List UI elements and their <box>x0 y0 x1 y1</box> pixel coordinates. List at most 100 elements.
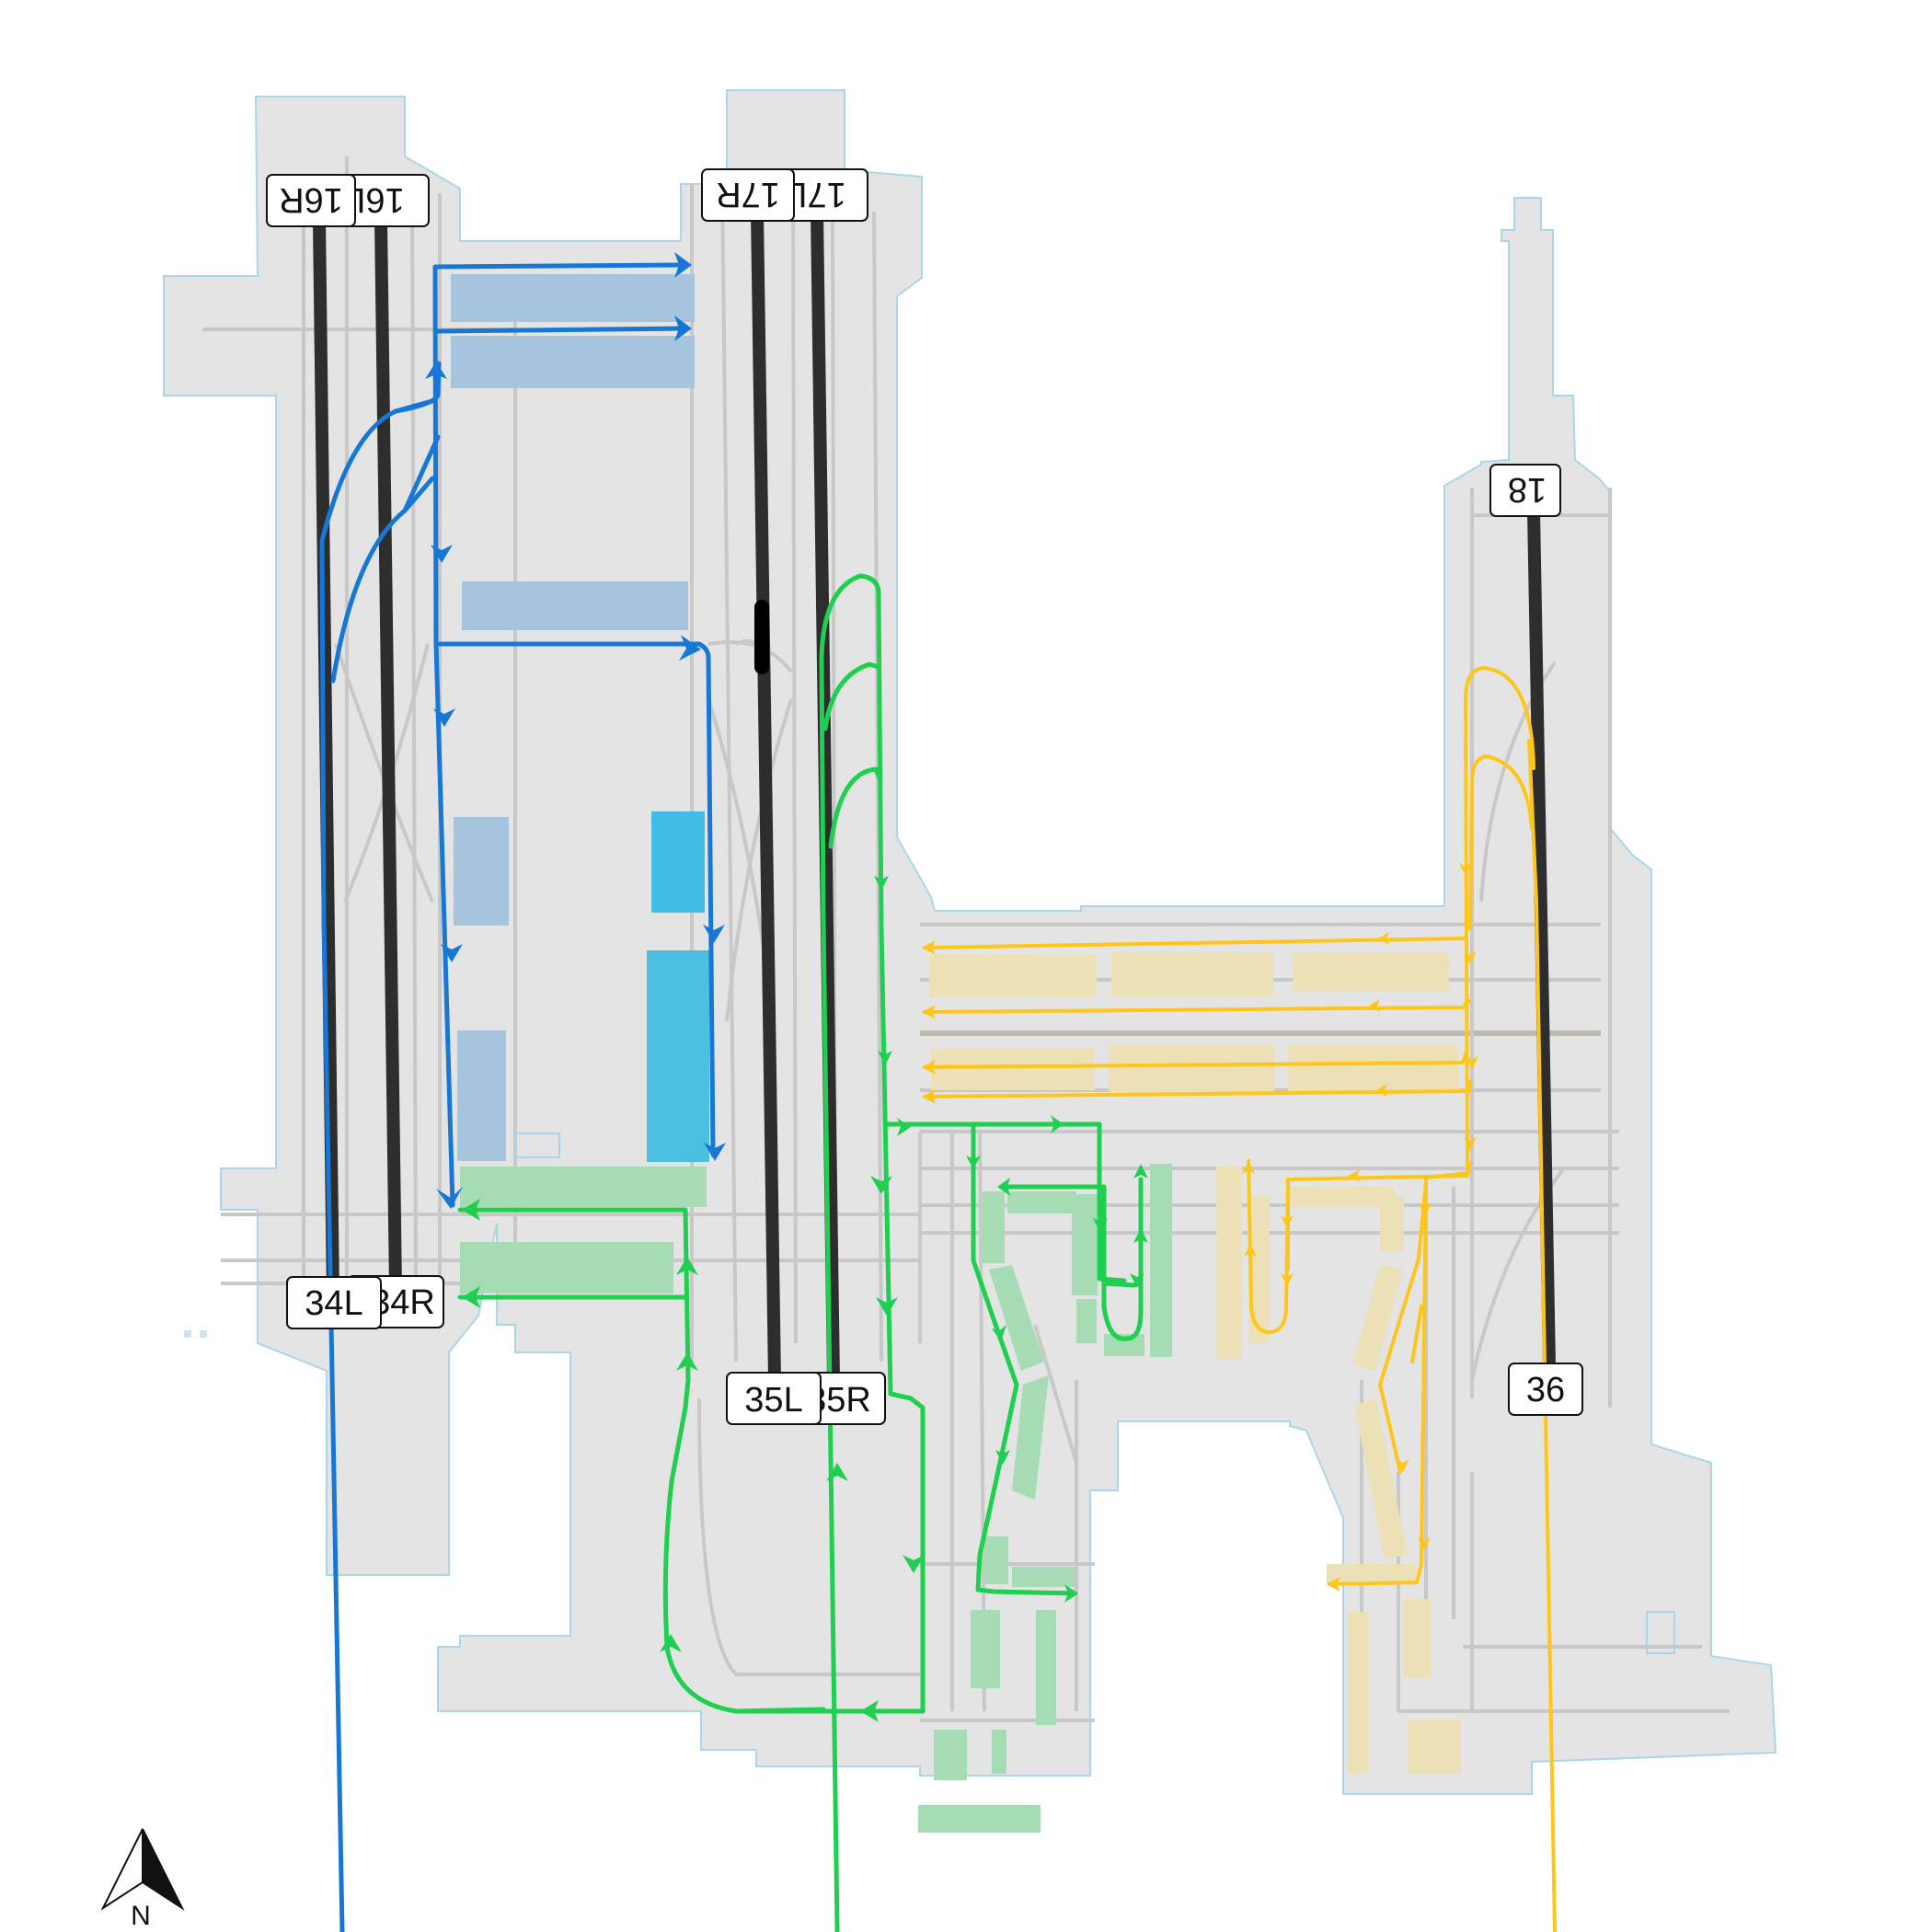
apron-green <box>1072 1194 1098 1295</box>
arrow-down-icon <box>1466 1056 1478 1069</box>
arrow-down-icon <box>903 1555 925 1573</box>
apron-cyan <box>647 950 709 1162</box>
arrow-up-icon <box>1244 1244 1257 1257</box>
svg-text:34L: 34L <box>305 1284 362 1323</box>
runway-label-35L: 35L <box>726 1372 822 1425</box>
arrow-right-icon <box>1051 1115 1064 1133</box>
svg-text:16R: 16R <box>279 180 343 219</box>
arrow-up-icon <box>676 1352 698 1371</box>
runway-label-18: 18 <box>1489 464 1561 517</box>
arrow-left-icon <box>1327 1577 1340 1592</box>
apron-yellow <box>1348 1612 1368 1773</box>
yellow-main-line <box>1527 739 1557 1932</box>
apron-green <box>992 1730 1006 1774</box>
apron-yellow <box>1354 1398 1408 1559</box>
arrow-left-icon <box>1376 1084 1387 1097</box>
runway-16R-34L <box>313 220 339 1296</box>
yellow-row1 <box>923 937 1467 949</box>
north-label: N <box>131 1901 151 1931</box>
yellow-curve <box>1328 666 1535 1586</box>
apron-green <box>984 1536 1008 1584</box>
arrow-left-icon <box>860 1700 879 1722</box>
apron-yellow <box>1380 1196 1404 1251</box>
apron-yellow <box>1403 1599 1431 1677</box>
arrow-left-icon <box>1349 1169 1360 1182</box>
apron-outline <box>1646 1611 1675 1654</box>
apron-blue <box>462 581 688 630</box>
arrow-down-icon <box>1397 1459 1409 1472</box>
green-curve <box>828 766 883 849</box>
arrow-right-icon <box>674 252 692 278</box>
apron-green <box>983 1191 1005 1263</box>
apron-green <box>934 1730 967 1780</box>
north-arrow-icon: N <box>100 1828 185 1931</box>
runway-16L-34R <box>374 220 402 1289</box>
runways <box>313 213 1556 1381</box>
yellow-s2 <box>1410 1305 1423 1363</box>
airfield-surface <box>163 89 1777 1795</box>
route-blue <box>319 262 716 1932</box>
svg-text:36: 36 <box>1526 1371 1565 1409</box>
arrow-down-icon <box>966 1156 981 1169</box>
arrow-down-icon <box>1464 951 1477 964</box>
arrow-down-icon <box>441 944 463 962</box>
arrow-down-icon <box>876 1297 898 1316</box>
arrow-left-icon <box>922 940 936 955</box>
apron-green <box>971 1610 1000 1688</box>
apron-yellow <box>929 955 1097 997</box>
apron-green <box>460 1167 707 1207</box>
arrow-left-icon <box>462 1286 480 1308</box>
arrows-yellow <box>922 863 1478 1592</box>
apron-yellow <box>1111 952 1273 996</box>
yellow-u <box>1247 1159 1290 1334</box>
blue-curve <box>330 434 441 684</box>
blue-main-line <box>319 538 345 1932</box>
green-east4 <box>1101 1281 1137 1288</box>
airfield-west <box>163 89 1777 1795</box>
green-loop <box>457 573 926 1714</box>
blue-curve-top <box>393 361 442 414</box>
apron-green <box>1007 1191 1076 1213</box>
apron-blue <box>457 1030 506 1161</box>
route-green <box>457 573 1144 1932</box>
svg-text:35L: 35L <box>744 1381 802 1420</box>
yellow-row3 <box>923 1047 1469 1069</box>
runway-17R-35L <box>751 213 781 1381</box>
arrows-blue <box>425 252 726 1209</box>
arrow-down-icon <box>1418 1537 1431 1550</box>
blue-spine <box>432 264 455 1208</box>
apron-yellow <box>1216 1167 1242 1360</box>
arrow-left-icon <box>1378 932 1389 945</box>
blue-mid-down <box>696 641 716 1157</box>
yellow-row4 <box>923 1079 1472 1098</box>
apron-outline <box>514 1133 560 1158</box>
apron-green <box>1076 1299 1097 1343</box>
zones-blue <box>451 274 709 1162</box>
arrow-left-icon <box>922 1089 936 1104</box>
runway-label-17R: 17R <box>701 168 795 222</box>
arrow-up-icon <box>826 1463 848 1481</box>
arrow-down-icon <box>1464 1137 1477 1150</box>
apron-yellow <box>1288 1044 1458 1092</box>
apron-cyan <box>651 811 705 913</box>
arrow-down-icon <box>1419 1203 1432 1216</box>
apron-green <box>1012 1375 1049 1500</box>
apron-yellow <box>1327 1564 1417 1584</box>
arrow-up-icon <box>676 1257 698 1275</box>
arrow-down-icon <box>431 545 453 563</box>
apron-green <box>918 1805 1041 1833</box>
runway-label-16R: 16R <box>266 174 356 227</box>
runway-labels: 16L 16R 17L 17R 18 34R 34L <box>266 168 1583 1425</box>
yellow-curve2 <box>1468 754 1534 931</box>
apron-green <box>989 1265 1044 1371</box>
arrow-left-icon <box>997 1178 1010 1196</box>
green-east2 <box>971 1121 1077 1596</box>
apron-yellow <box>1293 952 1449 991</box>
arrow-right-icon <box>674 316 692 341</box>
apron-yellow <box>1249 1196 1270 1343</box>
arrow-down-icon <box>874 876 889 891</box>
arrow-up-icon <box>425 362 447 379</box>
green-curve <box>822 661 881 731</box>
arrow-up-icon <box>1242 1161 1255 1174</box>
arrow-right-icon <box>897 1118 911 1136</box>
